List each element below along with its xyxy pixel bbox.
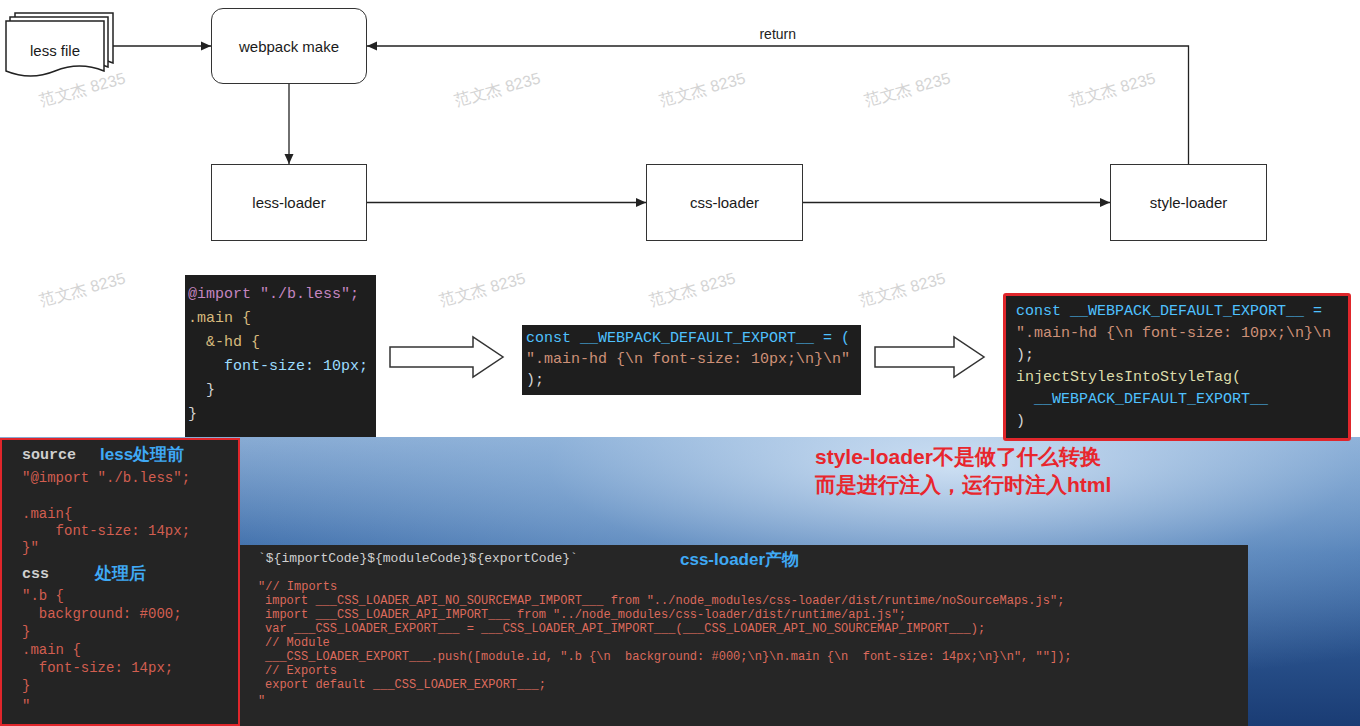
code-block: const __WEBPACK_DEFAULT_EXPORT__ = (".ma… [522,325,861,395]
panel-line: }" [22,540,39,557]
code-line: ); [526,370,544,391]
panel-line: " [258,694,265,708]
document-node: less file [5,12,115,82]
code-line: } [188,403,197,427]
panel-line: var ___CSS_LOADER_EXPORT___ = ___CSS_LOA… [265,622,985,636]
node-label: less-loader [252,194,325,211]
connector [285,84,294,164]
arrow-head [636,198,646,207]
panel-line: } [22,678,30,695]
connector [109,42,211,51]
code-line: const __WEBPACK_DEFAULT_EXPORT__ = ( [526,328,850,349]
watermark: 范文杰 8235 [453,70,543,110]
code-line: &-hd { [188,331,260,355]
watermark: 范文杰 8235 [863,70,953,110]
panel-line: export default ___CSS_LOADER_EXPORT___; [265,678,546,692]
code-line: ); [1016,345,1034,367]
connector [390,337,503,377]
code-line: ".main-hd {\n font-size: 10px;\n}\n" [526,349,850,370]
panel-line: "@import "./b.less"; [22,470,190,487]
connector-line [288,84,289,164]
panel-line: 处理后 [95,564,146,584]
process-box: css-loader [646,164,803,241]
connector [803,198,1110,207]
panel-line: .main { [22,642,81,659]
watermark: 范文杰 8235 [38,70,128,110]
panel-line: css-loader产物 [680,550,799,570]
panel-line: ".b { [22,588,64,605]
watermark: 范文杰 8235 [658,70,748,110]
connector-line [367,202,646,203]
hollow-arrow [875,337,984,377]
node-label: less file [30,42,80,59]
code-line: .main { [188,307,251,331]
panel-line: css [22,566,49,584]
connector [875,337,984,377]
panel-line: font-size: 14px; [22,523,190,540]
connector [367,198,646,207]
watermark: 范文杰 8235 [1068,70,1158,110]
edge-label: return [756,26,799,42]
panel-line: source [22,447,76,465]
arrow-head [285,154,294,164]
code-block: @import "./b.less";.main { &-hd { font-s… [185,275,376,437]
panel-line: .main{ [22,506,72,523]
panel-line: // Exports [265,664,337,678]
panel-line: } [22,624,30,641]
connector [367,42,1189,165]
annotation-text: style-loader不是做了什么转换 [815,444,1101,470]
watermark: 范文杰 8235 [438,270,528,310]
panel-line: less处理前 [100,445,184,465]
watermark: 范文杰 8235 [858,270,948,310]
watermark: 范文杰 8235 [38,270,128,310]
code-line: __WEBPACK_DEFAULT_EXPORT__ [1016,389,1268,411]
arrow-head [201,42,211,51]
connector-line [803,202,1110,203]
panel-line: import ___CSS_LOADER_API_NO_SOURCEMAP_IM… [265,594,1064,608]
node-label: css-loader [690,194,759,211]
panel-line: font-size: 14px; [22,660,173,677]
console-panel: `${importCode}${moduleCode}${exportCode}… [240,545,1248,726]
arrow-head [367,42,377,51]
panel-line: `${importCode}${moduleCode}${exportCode}… [258,551,578,567]
process-box: webpack make [211,8,367,84]
code-line: ".main-hd {\n font-size: 10px;\n}\n [1016,323,1331,345]
code-line: } [188,379,215,403]
panel-line: ___CSS_LOADER_EXPORT___.push([module.id,… [265,650,1072,664]
node-label: style-loader [1150,194,1228,211]
panel-line: // Module [265,636,330,650]
code-line: const __WEBPACK_DEFAULT_EXPORT__ = [1016,301,1322,323]
annotation-text: 而是进行注入，运行时注入html [815,472,1111,498]
code-line: ) [1016,411,1025,433]
panel-line: import ___CSS_LOADER_API_IMPORT___ from … [265,608,906,622]
connector-line [367,46,1189,164]
code-line: font-size: 10px; [188,355,368,379]
source-panel: sourceless处理前"@import "./b.less";.main{ … [0,438,240,726]
document-page [6,21,104,76]
panel-line: "// Imports [258,580,337,594]
node-label: webpack make [239,38,339,55]
code-line: @import "./b.less"; [188,283,359,307]
process-box: style-loader [1110,164,1267,241]
code-block: const __WEBPACK_DEFAULT_EXPORT__ =".main… [1003,293,1351,441]
panel-line: " [22,698,30,715]
connector-line [109,45,211,46]
panel-line: background: #000; [22,606,182,623]
code-line: injectStylesIntoStyleTag( [1016,367,1241,389]
arrow-head [1100,198,1110,207]
watermark: 范文杰 8235 [648,270,738,310]
process-box: less-loader [211,164,367,241]
hollow-arrow [390,337,503,377]
